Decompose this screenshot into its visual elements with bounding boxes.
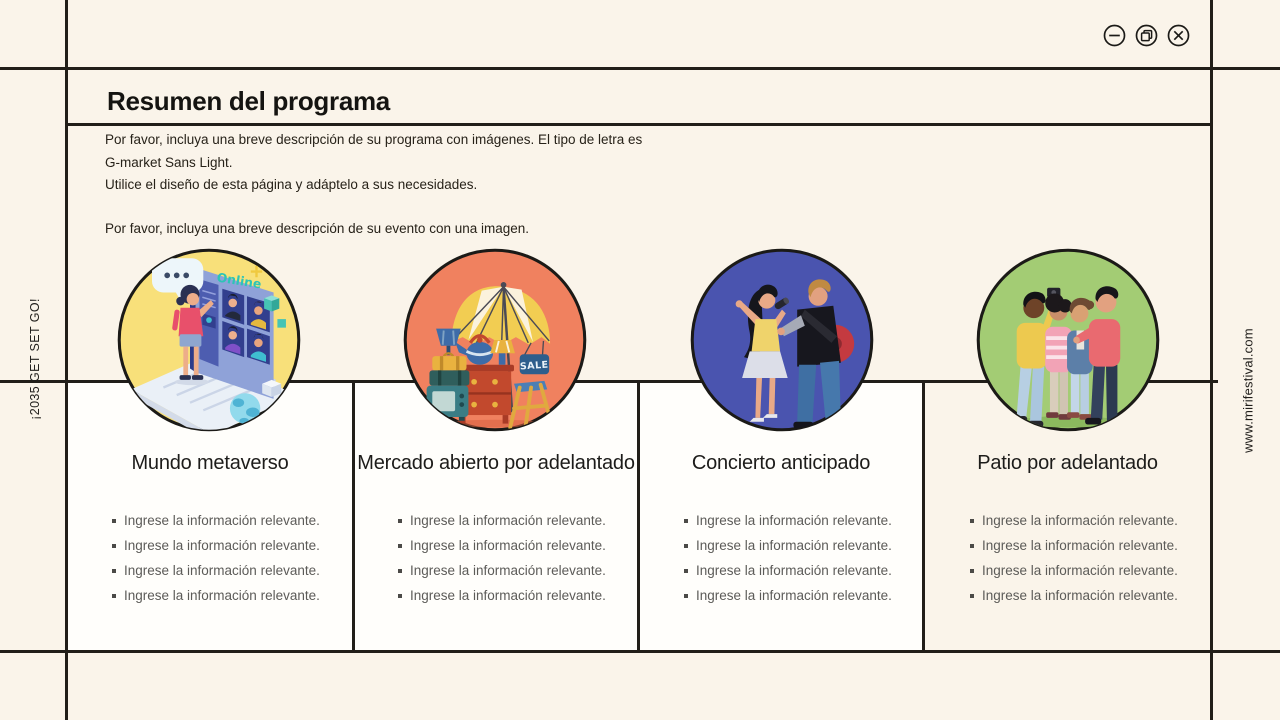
column-title-2: Mercado abierto por adelantado	[357, 452, 635, 474]
square-bullet-icon	[970, 544, 974, 548]
frame-line-under-title	[66, 123, 1213, 126]
square-bullet-icon	[398, 519, 402, 523]
list-item: Ingrese la información relevante.	[970, 583, 1178, 608]
friends-scene	[1011, 286, 1122, 430]
sale-sign-label: SALE	[520, 360, 549, 373]
column-title-4: Patio por adelantado	[977, 452, 1158, 474]
column-divider-3	[922, 380, 925, 653]
column-title-3: Concierto anticipado	[691, 452, 871, 474]
list-item: Ingrese la información relevante.	[112, 558, 320, 583]
left-side-label: ¡2035 GET SET GO!	[28, 298, 42, 420]
intro-line-1: Por favor, incluya una breve descripción…	[105, 132, 643, 147]
intro-line-3: Utilice el diseño de esta página y adápt…	[105, 177, 478, 192]
bullet-list-1: Ingrese la información relevante. Ingres…	[112, 508, 320, 608]
frame-line-top	[0, 67, 1280, 70]
list-item: Ingrese la información relevante.	[112, 533, 320, 558]
list-item: Ingrese la información relevante.	[112, 583, 320, 608]
square-bullet-icon	[112, 569, 116, 573]
frame-line-middle	[0, 380, 1218, 383]
square-bullet-icon	[970, 519, 974, 523]
window-controls	[1103, 24, 1190, 47]
square-bullet-icon	[398, 594, 402, 598]
square-bullet-icon	[684, 594, 688, 598]
square-bullet-icon	[112, 519, 116, 523]
right-side-label: www.mirifestival.com	[1240, 328, 1256, 453]
square-bullet-icon	[970, 594, 974, 598]
list-item: Ingrese la información relevante.	[970, 533, 1178, 558]
list-item: Ingrese la información relevante.	[684, 508, 892, 533]
intro-paragraph-1: Por favor, incluya una breve descripción…	[105, 129, 642, 197]
metaverse-scene: Online	[131, 258, 297, 430]
minimize-icon[interactable]	[1103, 24, 1126, 47]
column-divider-2	[637, 380, 640, 653]
square-bullet-icon	[112, 544, 116, 548]
square-bullet-icon	[398, 544, 402, 548]
intro-line-2: G-market Sans Light.	[105, 154, 233, 170]
bullet-list-2: Ingrese la información relevante. Ingres…	[398, 508, 606, 608]
column-title-1: Mundo metaverso	[131, 452, 289, 474]
bullet-list-3: Ingrese la información relevante. Ingres…	[684, 508, 892, 608]
square-bullet-icon	[112, 594, 116, 598]
square-bullet-icon	[970, 569, 974, 573]
bullet-list-4: Ingrese la información relevante. Ingres…	[970, 508, 1178, 608]
list-item: Ingrese la información relevante.	[398, 533, 606, 558]
list-item: Ingrese la información relevante.	[970, 508, 1178, 533]
page-title: Resumen del programa	[107, 86, 390, 116]
online-label: Online	[216, 271, 263, 292]
list-item: Ingrese la información relevante.	[398, 583, 606, 608]
friends-illustration	[976, 248, 1160, 432]
list-item: Ingrese la información relevante.	[398, 508, 606, 533]
frame-line-left	[65, 0, 68, 720]
frame-line-bottom	[0, 650, 1280, 653]
close-icon[interactable]	[1167, 24, 1190, 47]
metaverse-illustration: Online	[117, 248, 301, 432]
list-item: Ingrese la información relevante.	[684, 583, 892, 608]
square-bullet-icon	[684, 544, 688, 548]
list-item: Ingrese la información relevante.	[684, 558, 892, 583]
list-item: Ingrese la información relevante.	[112, 508, 320, 533]
restore-icon[interactable]	[1135, 24, 1158, 47]
flea-market-scene: SALE	[426, 282, 554, 430]
column-divider-1	[352, 380, 355, 653]
square-bullet-icon	[398, 569, 402, 573]
frame-line-right	[1210, 0, 1213, 720]
square-bullet-icon	[684, 519, 688, 523]
list-item: Ingrese la información relevante.	[684, 533, 892, 558]
concert-illustration	[690, 248, 874, 432]
flea-market-illustration: SALE	[403, 248, 587, 432]
list-item: Ingrese la información relevante.	[970, 558, 1178, 583]
concert-scene	[735, 279, 855, 429]
intro-paragraph-2: Por favor, incluya una breve descripción…	[105, 221, 530, 236]
list-item: Ingrese la información relevante.	[398, 558, 606, 583]
square-bullet-icon	[684, 569, 688, 573]
